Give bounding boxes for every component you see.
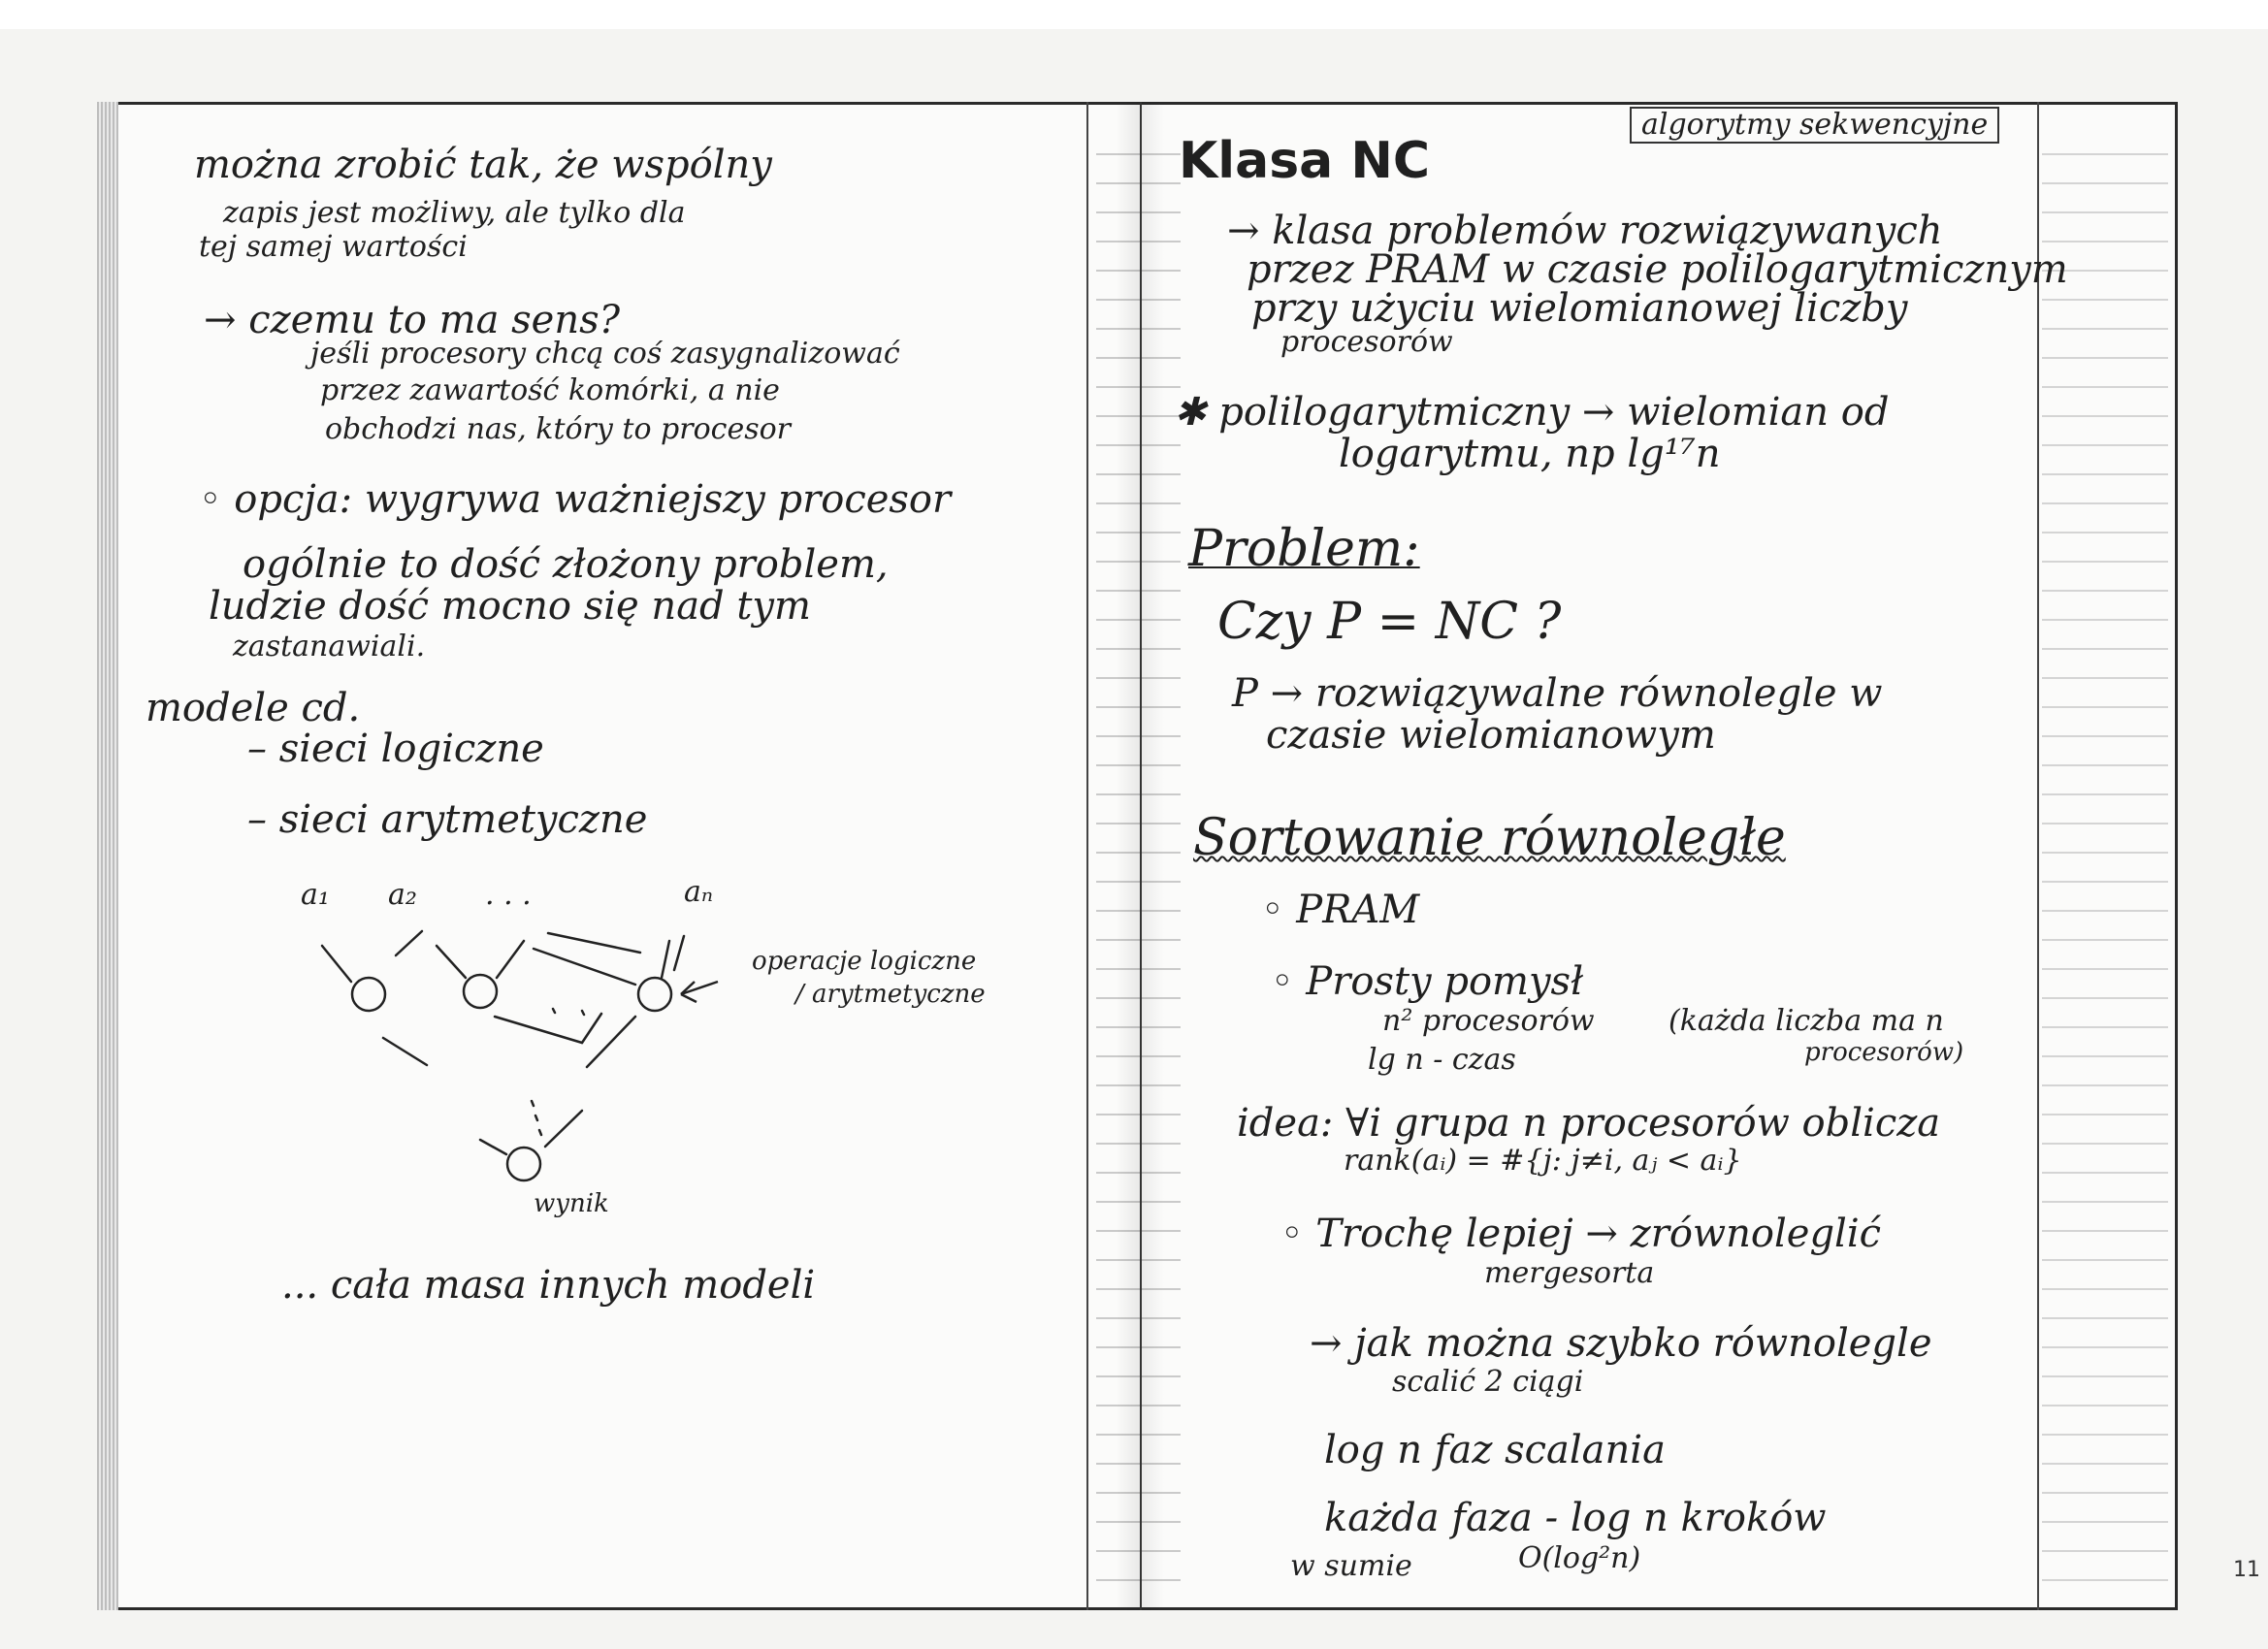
definition-line-2: przez PRAM w czasie polilogarytmicznym <box>1247 247 2068 292</box>
wire <box>320 944 353 984</box>
input-dots: . . . <box>485 878 532 912</box>
phases-line: log n faz scalania <box>1324 1428 1666 1472</box>
total-value: O(log²n) <box>1518 1541 1641 1575</box>
input-an: aₙ <box>684 875 714 909</box>
gate-node-2 <box>462 973 499 1010</box>
model-item-logical: – sieci logiczne <box>247 727 544 771</box>
idea-line-1: idea: ∀i grupa n procesorów oblicza <box>1237 1101 1941 1146</box>
model-item-arithmetic: – sieci arytmetyczne <box>247 797 648 842</box>
gate-node-1 <box>350 976 387 1013</box>
wire <box>546 931 642 954</box>
scan-edge <box>0 0 2268 29</box>
why-answer-3: obchodzi nas, który to procesor <box>325 412 791 446</box>
simple-idea-processors-2: procesorów) <box>1804 1038 1964 1067</box>
merge-question-1: → jak można szybko równolegle <box>1310 1321 1932 1366</box>
wire <box>532 947 637 986</box>
page-title: Klasa NC <box>1179 132 1431 190</box>
page-number: 11 <box>2233 1558 2260 1582</box>
closing-line: ... cała masa innych modeli <box>281 1263 816 1308</box>
input-a1: a₁ <box>301 878 330 912</box>
pram-bullet: ◦ PRAM <box>1261 888 1420 932</box>
definition-line-3: przy użyciu wielomianowej liczby <box>1251 286 1908 331</box>
problem-heading: Problem: <box>1188 520 1420 578</box>
wire <box>543 1109 584 1148</box>
general-line-2: ludzie dość mocno się nad tym <box>209 584 811 629</box>
simple-idea-processors: n² procesorów <box>1382 1004 1595 1038</box>
wire <box>551 1007 586 1017</box>
wire <box>394 929 424 957</box>
total-label: w sumie <box>1290 1549 1412 1583</box>
operations-arrow <box>680 980 719 1004</box>
wire <box>381 1036 429 1067</box>
polylog-line-1: ✱ polilogarytmiczny → wielomian od <box>1174 390 1890 435</box>
simple-idea-each-number: (każda liczba ma n <box>1669 1004 1944 1038</box>
intro-line-2: zapis jest możliwy, ale tylko dla <box>223 196 686 230</box>
p-definition-2: czasie wielomianowym <box>1266 713 1716 758</box>
better-line-2: mergesorta <box>1484 1256 1655 1290</box>
why-answer-2: przez zawartość komórki, a nie <box>320 373 780 407</box>
general-line-1: ogólnie to dość złożony problem, <box>243 542 889 587</box>
operations-label-1: operacje logiczne <box>752 947 977 976</box>
grid-strip-far-right <box>2042 126 2168 1581</box>
why-answer-1: jeśli procesory chcą coś zasygnalizować <box>310 337 900 371</box>
definition-line-1: → klasa problemów rozwiązywanych <box>1227 209 1943 253</box>
why-question: → czemu to ma sens? <box>204 298 621 342</box>
spine <box>1140 102 1142 1610</box>
wire <box>493 1015 584 1045</box>
intro-line-1: można zrobić tak, że wspólny <box>194 143 772 187</box>
better-line-1: ◦ Trochę lepiej → zrównoleglić <box>1280 1212 1882 1256</box>
network-diagram <box>320 929 719 1182</box>
page-stack-edge <box>97 102 118 1610</box>
wire <box>585 1015 637 1069</box>
wire <box>660 939 671 980</box>
wire <box>672 934 686 972</box>
models-heading: modele cd. <box>146 686 361 730</box>
polylog-line-2: logarytmu, np lg¹⁷n <box>1339 432 1721 476</box>
merge-question-2: scalić 2 ciągi <box>1392 1365 1584 1399</box>
gate-node-3 <box>636 976 673 1013</box>
wire <box>580 1012 603 1045</box>
definition-line-4: procesorów <box>1280 325 1453 359</box>
output-node <box>505 1146 542 1182</box>
result-label: wynik <box>534 1189 609 1218</box>
each-phase-line: każda faza - log n kroków <box>1324 1496 1827 1540</box>
wire <box>478 1138 508 1156</box>
grid-strip-left <box>1096 126 1140 1581</box>
sorting-heading: Sortowanie równoległe <box>1193 809 1786 867</box>
left-page-margin-line <box>1086 102 1088 1610</box>
input-a2: a₂ <box>388 878 417 912</box>
right-page-margin-line <box>2037 102 2039 1610</box>
simple-idea-time: lg n - czas <box>1368 1043 1516 1077</box>
wire <box>495 939 526 980</box>
grid-strip-right <box>1142 126 1181 1581</box>
simple-idea: ◦ Prosty pomysł <box>1271 959 1584 1004</box>
wire <box>435 944 468 980</box>
corner-box-label: algorytmy sekwencyjne <box>1630 107 2000 144</box>
p-definition-1: P → rozwiązywalne równolegle w <box>1232 671 1883 716</box>
general-line-3: zastanawiali. <box>233 630 426 663</box>
option-line: ◦ opcja: wygrywa ważniejszy procesor <box>199 477 952 522</box>
operations-label-2: / arytmetyczne <box>795 980 986 1009</box>
intro-line-3: tej samej wartości <box>199 230 468 264</box>
problem-question: Czy P = NC ? <box>1217 593 1562 651</box>
wire <box>530 1099 543 1137</box>
idea-line-2: rank(aᵢ) = #{j: j≠i, aⱼ < aᵢ} <box>1344 1144 1742 1178</box>
